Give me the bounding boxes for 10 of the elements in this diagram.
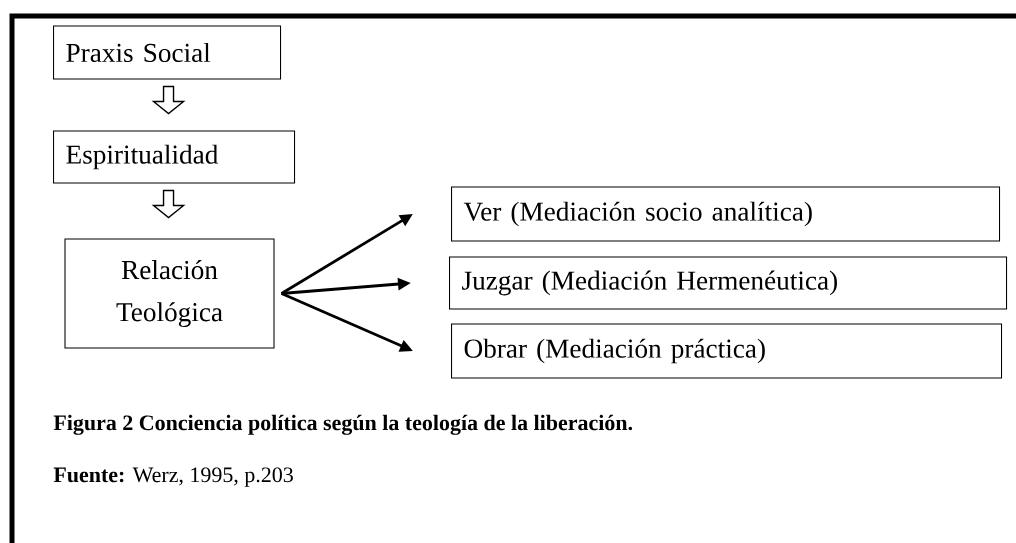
block-arrow [151,189,186,219]
text-box: Obrar (Mediación práctica) [451,323,1003,379]
source-note: Fuente: Werz, 1995, p.203 [53,467,293,487]
text-box: Relación Teológica [64,238,275,349]
figure-caption: Figura 2 Conciencia política según la teología de la liberación. [53,414,633,435]
block-arrow [151,85,186,115]
text-box: Juzgar (Mediación Hermenéutica) [449,256,1008,310]
text-box: Praxis Social [53,25,282,80]
text-box: Espiritualidad [53,130,296,184]
text-box: Ver (Mediación socio analítica) [451,186,1001,242]
